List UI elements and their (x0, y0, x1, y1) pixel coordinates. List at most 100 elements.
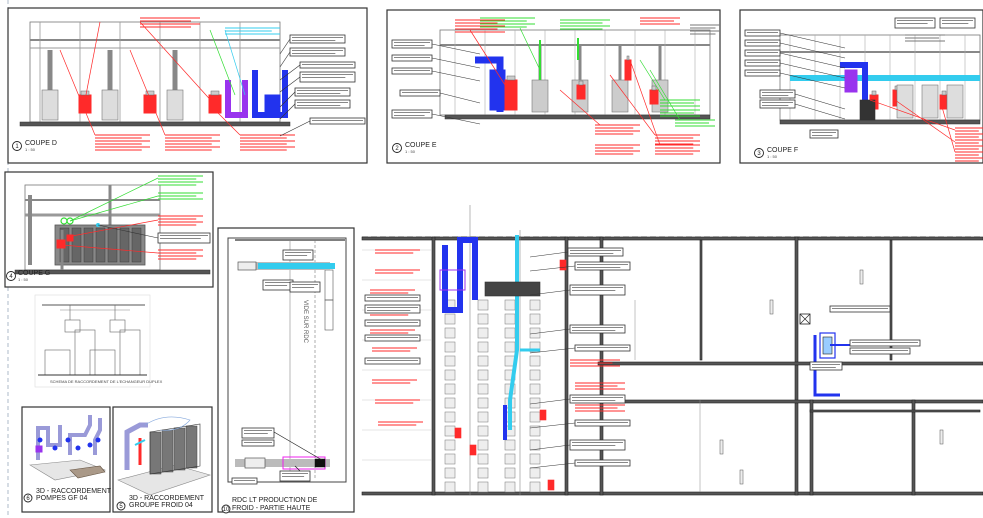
equipment-top (578, 80, 584, 86)
valve-icon (95, 437, 101, 443)
door (739, 469, 744, 485)
equipment (444, 355, 456, 367)
leader-line (279, 51, 291, 68)
pipe (225, 80, 248, 118)
caption-3d-groupe-froid: 5 3D - RACCORDEMENT GROUPE FROID 04 (116, 495, 205, 511)
view-schema-echangeur[interactable] (34, 294, 151, 388)
caption-coupe-g: 4 COUPE G 1 : 50 (6, 270, 50, 282)
svg-text:RDC LT PRODUCTION DE: RDC LT PRODUCTION DE (232, 497, 318, 504)
equipment (859, 99, 876, 121)
drawing-stroke (69, 195, 159, 222)
equipment (477, 439, 489, 451)
svg-text:1 : 50: 1 : 50 (767, 154, 778, 159)
drawing-stroke (107, 227, 118, 263)
annotation-box (574, 261, 631, 271)
view-3d-groupe-froid[interactable] (112, 406, 213, 513)
equipment (529, 299, 541, 311)
equipment (477, 481, 489, 493)
leader-line (779, 32, 846, 49)
annotation-box (364, 304, 421, 314)
equipment (529, 439, 541, 451)
view-coupe-g[interactable] (4, 171, 214, 288)
wall (361, 491, 983, 496)
floor-slab (19, 121, 291, 127)
wall (361, 236, 983, 241)
drawing-stroke (41, 89, 59, 121)
view-rdc-partie-haute[interactable] (217, 227, 355, 513)
valve-icon (65, 437, 71, 443)
annotation-box (759, 89, 796, 99)
caption-coupe-e: 2 COUPE E 1 : 50 (392, 142, 437, 154)
drawing-stroke (639, 59, 666, 101)
equipment (444, 327, 456, 339)
leader-line (97, 224, 159, 239)
equipment (576, 84, 586, 100)
equipment (477, 327, 489, 339)
drawing-stroke (71, 227, 82, 263)
equipment (444, 467, 456, 479)
leader-line (431, 57, 481, 69)
svg-text:COUPE E: COUPE E (405, 142, 437, 149)
drawing-stroke (71, 219, 159, 237)
equipment (477, 313, 489, 325)
pipe (68, 415, 92, 455)
leader-line (273, 431, 323, 461)
drawing-stroke (224, 29, 246, 96)
door (939, 429, 944, 445)
wall (564, 236, 569, 496)
drawing-stroke (209, 29, 236, 96)
pipe (840, 62, 868, 110)
equipment (477, 299, 489, 311)
equipment (35, 445, 43, 453)
leader-line (779, 42, 846, 59)
leader-line (431, 113, 481, 125)
equipment (477, 467, 489, 479)
view-coupe-f[interactable] (739, 9, 983, 164)
equipment (529, 383, 541, 395)
equipment (477, 355, 489, 367)
equipment (477, 411, 489, 423)
annotation-box (294, 99, 351, 109)
svg-text:10: 10 (223, 507, 230, 513)
equipment (454, 427, 462, 439)
view-frame (34, 294, 151, 388)
svg-text:1 : 50: 1 : 50 (25, 147, 36, 152)
leader-line (294, 465, 301, 472)
equipment (529, 411, 541, 423)
leader-line (279, 91, 296, 108)
view-coupe-e[interactable] (386, 9, 721, 164)
void-label: VIDE SUR RDC (302, 300, 308, 344)
valve-icon (37, 437, 43, 443)
view-3d-pompes[interactable] (21, 406, 111, 513)
chiller-module (173, 427, 186, 471)
equipment (529, 341, 541, 353)
equipment (896, 84, 914, 119)
leader-line (779, 62, 846, 79)
wall (911, 399, 916, 496)
annotation-box (289, 47, 346, 57)
view-coupe-d[interactable] (7, 7, 368, 164)
drawing-stroke (64, 319, 81, 333)
pipe (439, 269, 466, 291)
drawing-stroke (139, 21, 216, 106)
drawing-stroke (894, 99, 956, 143)
wall (809, 409, 981, 413)
valve-icon (52, 445, 58, 451)
equipment (444, 341, 456, 353)
equipment (469, 444, 477, 456)
drawing-stroke (649, 69, 681, 121)
equipment (946, 84, 964, 119)
equipment (504, 313, 516, 325)
leader-line (779, 52, 846, 69)
view-floor-plan[interactable] (361, 205, 983, 496)
drawing-stroke (264, 94, 281, 116)
door (719, 439, 724, 455)
pipe (144, 416, 191, 431)
equipment (624, 59, 632, 81)
wall (809, 399, 814, 496)
drawing-stroke (519, 27, 541, 71)
equipment (477, 425, 489, 437)
pipe (813, 335, 840, 397)
drawing-stroke (609, 74, 656, 136)
equipment (56, 239, 66, 249)
